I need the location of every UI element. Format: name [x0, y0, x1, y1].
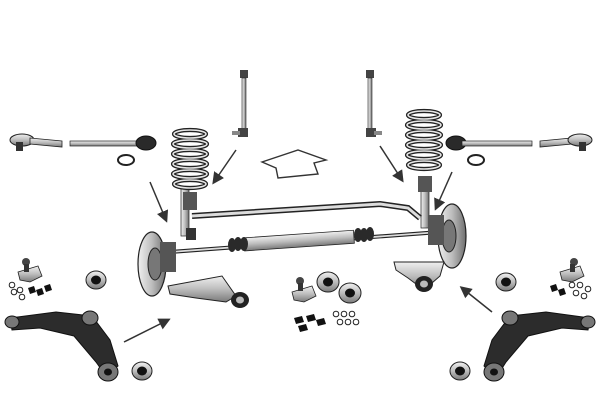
control-arm-left [4, 310, 119, 382]
bolt-kit-center [294, 310, 360, 332]
arrow-to-right-arm [459, 286, 493, 313]
steering-rack [169, 227, 441, 254]
bushing-right-bottom [449, 361, 471, 381]
tie-rod-end-left [9, 133, 63, 151]
bushing-center-2 [338, 282, 362, 304]
bushing-center-1 [316, 271, 340, 293]
bolt-kit-left [8, 281, 52, 301]
control-arm-right [483, 310, 596, 382]
stabilizer-link-left [232, 70, 248, 137]
inner-tie-rod-left [69, 135, 157, 151]
ball-joint-center [291, 277, 317, 303]
bushing-left-top [85, 270, 107, 290]
tie-rod-washer-left [117, 154, 135, 166]
ball-joint-right [559, 258, 585, 283]
inner-tie-rod-right [445, 135, 533, 151]
bushing-left-bottom [131, 361, 153, 381]
lower-arm-mounted-left [167, 275, 249, 308]
arrow-to-left-arm [123, 318, 171, 343]
bushing-right-top [495, 272, 517, 292]
stabilizer-link-right [366, 70, 382, 137]
tie-rod-washer-right [467, 154, 485, 166]
rack-boot-right [354, 227, 374, 242]
lower-arm-mounted-right [393, 261, 445, 292]
brake-disc-left [137, 231, 176, 297]
arrow-to-left-strut [149, 181, 169, 223]
bolt-kit-right [550, 281, 592, 300]
arrow-to-left-link [212, 149, 237, 185]
direction-arrow [260, 149, 329, 179]
tie-rod-end-right [539, 133, 593, 151]
pointer-arrows [123, 145, 493, 343]
arrow-to-right-link [379, 145, 404, 183]
stabilizer-bar [186, 200, 422, 240]
arrow-to-right-strut [434, 171, 453, 211]
coil-spring-strut-left [170, 127, 210, 237]
brake-disc-right [428, 203, 467, 269]
ball-joint-left [17, 258, 43, 283]
coil-spring-strut-right [404, 108, 444, 229]
rack-boot-left [228, 237, 248, 252]
